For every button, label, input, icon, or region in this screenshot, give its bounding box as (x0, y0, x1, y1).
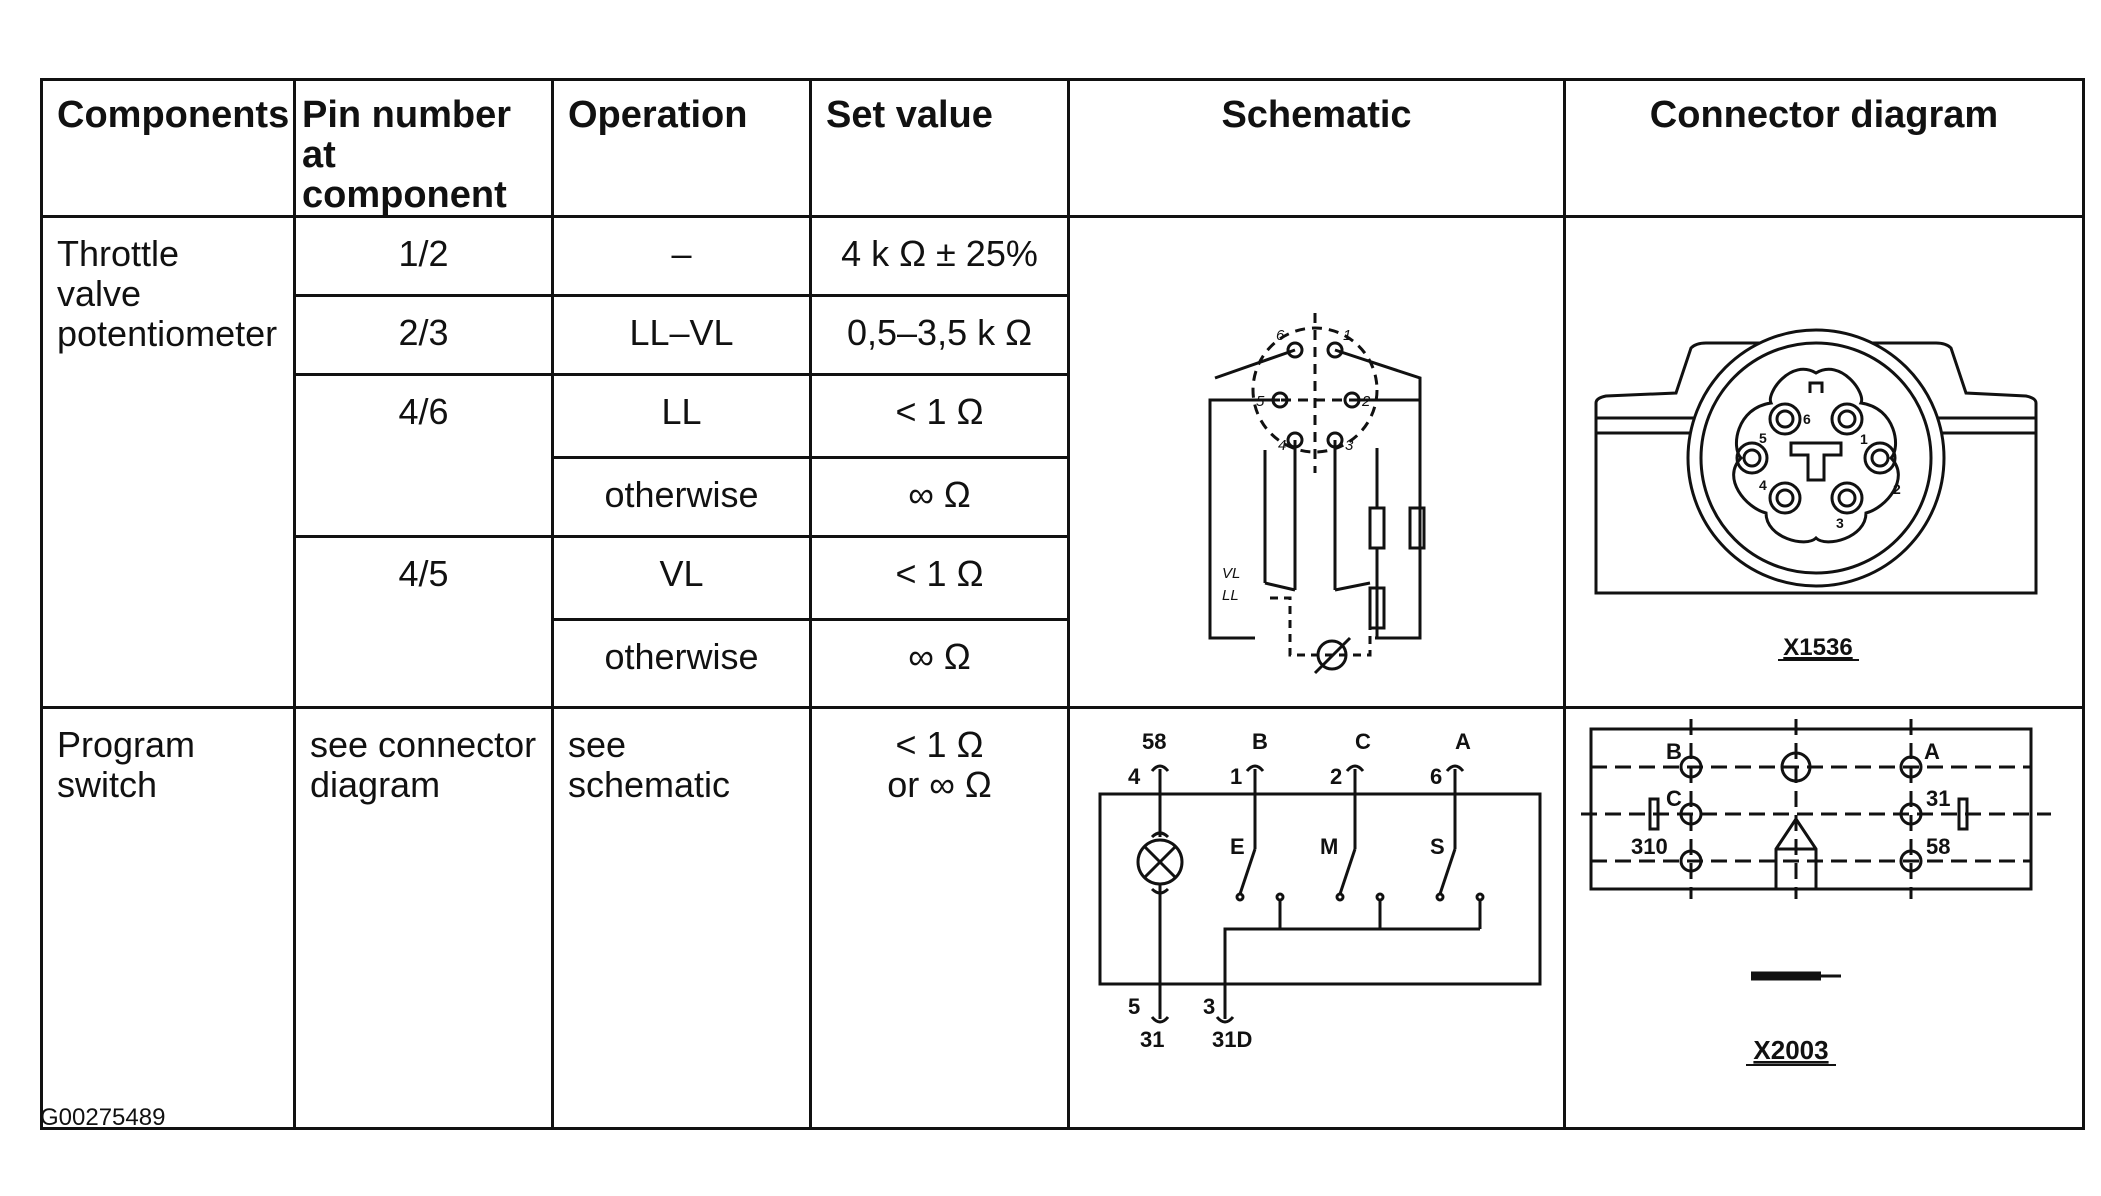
figure-code: G00275489 (40, 1104, 166, 1131)
terminal-label: B (1252, 729, 1268, 754)
pin-label: 3 (1345, 437, 1354, 454)
header-components: Components (40, 78, 296, 218)
value-cell: ∞ Ω (809, 618, 1070, 709)
value-cell: 4 k Ω ± 25% (809, 215, 1070, 297)
terminal-label: 58 (1142, 729, 1166, 754)
pin-cell: 2/3 (293, 294, 554, 376)
pin-cell: 1/2 (293, 215, 554, 297)
switch-label: E (1230, 834, 1245, 859)
operation-cell: VL (551, 535, 812, 621)
pin-label: 3 (1836, 515, 1844, 531)
pin-label: 4 (1759, 477, 1767, 493)
component-program-switch: Program switch (40, 706, 296, 1130)
terminal-label: C (1666, 786, 1682, 811)
terminal-label: B (1666, 739, 1682, 764)
throttle-schematic-cell: 6 1 2 3 4 5 VL LL (1067, 215, 1566, 709)
connector-label-x2003: X2003 (1753, 1035, 1828, 1065)
switch-label: S (1430, 834, 1445, 859)
terminal-label: 31 (1140, 1027, 1164, 1052)
value-cell: 0,5–3,5 k Ω (809, 294, 1070, 376)
pin-label: 5 (1128, 994, 1140, 1019)
header-operation: Operation (551, 78, 812, 218)
table-row: otherwise ∞ Ω (42, 618, 2084, 709)
pin-label: 2 (1330, 764, 1342, 789)
value-cell: ∞ Ω (809, 456, 1070, 538)
pin-label: 1 (1230, 764, 1242, 789)
value-cell: < 1 Ω (809, 373, 1070, 459)
pin-label: 6 (1430, 764, 1442, 789)
header-schematic: Schematic (1067, 78, 1566, 218)
throttle-connector-diagram: 1 2 3 4 5 6 X1536 (1594, 328, 2038, 661)
operation-cell: LL–VL (551, 294, 812, 376)
pin-label: 6 (1803, 411, 1811, 427)
pin-label: 5 (1759, 430, 1767, 446)
table-row: 4/5 VL < 1 Ω (42, 535, 2084, 709)
pin-label: 4 (1278, 437, 1286, 454)
throttle-schematic-diagram: 6 1 2 3 4 5 VL LL (1208, 313, 1426, 675)
terminal-label: 31 (1926, 786, 1950, 811)
vl-label: VL (1222, 565, 1240, 582)
switch-label: M (1320, 834, 1338, 859)
throttle-connector-cell: 1 2 3 4 5 6 X1536 (1563, 215, 2085, 709)
table-row: 2/3 LL–VL 0,5–3,5 k Ω (42, 294, 2084, 376)
header-connector: Connector diagram (1563, 78, 2085, 218)
program-connector-cell: B A C 31 310 58 X2003 (1563, 706, 2085, 1130)
pin-label: 3 (1203, 994, 1215, 1019)
table-row: Throttle valve potentiometer 1/2 – 4 k Ω… (40, 215, 2085, 709)
operation-cell: LL (551, 373, 812, 459)
program-schematic-cell: 58 B C A 4 1 2 6 E M S 5 3 31 31D (1067, 706, 1566, 1130)
ll-label: LL (1222, 587, 1239, 604)
program-switch-connector: B A C 31 310 58 X2003 (1581, 719, 2051, 1066)
pin-label: 4 (1128, 764, 1141, 789)
pin-label: 1 (1860, 431, 1868, 447)
pin-label: 1 (1343, 327, 1351, 344)
value-cell: < 1 Ω or ∞ Ω (809, 706, 1070, 1130)
pin-label: 5 (1256, 393, 1265, 410)
terminal-label: A (1455, 729, 1471, 754)
operation-cell: otherwise (551, 618, 812, 709)
operation-cell: – (551, 215, 812, 297)
operation-cell: see schematic (551, 706, 812, 1130)
table-row: 4/6 LL < 1 Ω (42, 373, 2084, 538)
terminal-label: C (1355, 729, 1371, 754)
terminal-label: 31D (1212, 1027, 1252, 1052)
pin-cell: see connector diagram (293, 706, 554, 1130)
pin-label: 2 (1893, 481, 1901, 497)
table-row: otherwise ∞ Ω (42, 456, 2084, 538)
pin-label: 6 (1276, 327, 1285, 344)
terminal-label: A (1924, 739, 1940, 764)
value-cell: < 1 Ω (809, 535, 1070, 621)
terminal-label: 58 (1926, 834, 1950, 859)
table-row: Program switch see connector diagram see… (40, 706, 2085, 1130)
header-set-value: Set value (809, 78, 1070, 218)
pin-cell: 4/6 (293, 373, 554, 538)
pin-cell: 4/5 (293, 535, 554, 709)
connector-label-x1536: X1536 (1783, 634, 1852, 661)
program-switch-schematic: 58 B C A 4 1 2 6 E M S 5 3 31 31D (1098, 729, 1542, 1052)
operation-cell: otherwise (551, 456, 812, 538)
component-throttle: Throttle valve potentiometer (40, 215, 296, 709)
terminal-label: 310 (1631, 834, 1668, 859)
pin-label: 2 (1361, 393, 1371, 410)
